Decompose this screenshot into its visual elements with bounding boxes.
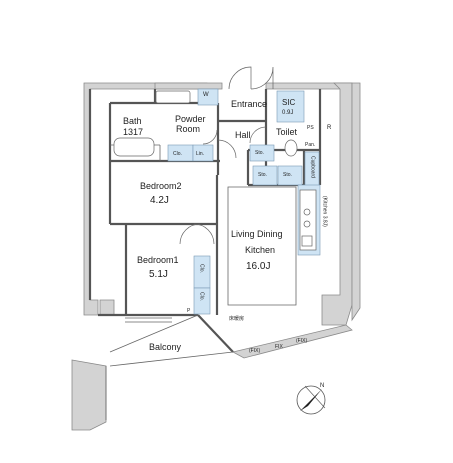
room-hall-label: Hall [235, 130, 251, 140]
fixture-fix1-label: (FIX) [249, 348, 261, 354]
fixture-fix3-label: (FIX) [296, 338, 308, 344]
room-bath-size: 1317 [123, 127, 144, 137]
bathtub [113, 137, 155, 157]
outer-walls [71, 82, 361, 431]
door-swings [179, 66, 274, 245]
compass-n-label: N [320, 383, 325, 389]
fixture-lin-label: Lin. [196, 151, 205, 157]
fixture-clo-b1-b-label: Clo. [198, 292, 205, 301]
fixture-p-label: P [187, 308, 191, 314]
sink [155, 90, 191, 104]
room-powder-room-label: Room [176, 124, 201, 134]
fixture-pan-label: Pan. [305, 142, 316, 148]
kitchen-counter [299, 189, 317, 251]
room-bedroom1-label: Bedroom1 [137, 255, 179, 265]
fixture-cupboard-label: Cupboard [309, 156, 316, 178]
fixture-ps-label: PS [307, 125, 314, 131]
fixtures [113, 90, 317, 251]
room-entrance-label: Entrance [231, 99, 268, 109]
toilet-bowl [284, 139, 298, 157]
room-bedroom2-label: Bedroom2 [140, 181, 182, 191]
fixture-fix2-label: FIX [275, 344, 283, 350]
room-bedroom1-size: 5.1J [149, 269, 168, 280]
room-ldk-line1: Living Dining [231, 229, 283, 239]
room-kitchen-side-label: (Kitchen 3.8J) [321, 196, 328, 227]
fixture-floor-heating-label: 床暖房 [229, 316, 245, 322]
room-toilet-label: Toilet [276, 127, 298, 137]
room-bedroom2-size: 4.2J [150, 195, 169, 206]
fixture-w-label: W [203, 92, 209, 98]
room-sic-label: SIC [282, 98, 296, 107]
room-bath-label: Bath [123, 116, 142, 126]
fixture-clo-b1-a-label: Clo. [198, 264, 205, 273]
room-ldk-size: 16.0J [246, 261, 271, 272]
fixture-sto-right-label: Sto. [283, 172, 292, 178]
room-balcony-label: Balcony [149, 342, 182, 352]
fixture-sto-hall-label: Sto. [255, 150, 264, 156]
room-ldk-line2: Kitchen [245, 245, 276, 255]
fixture-clo-top-label: Clo. [173, 151, 182, 157]
room-powder-label: Powder [175, 114, 206, 124]
room-sic-size: 0.9J [282, 110, 294, 116]
fixture-sto-left-label: Sto. [258, 172, 267, 178]
fixture-r-label: R [327, 125, 332, 131]
compass [296, 385, 326, 415]
